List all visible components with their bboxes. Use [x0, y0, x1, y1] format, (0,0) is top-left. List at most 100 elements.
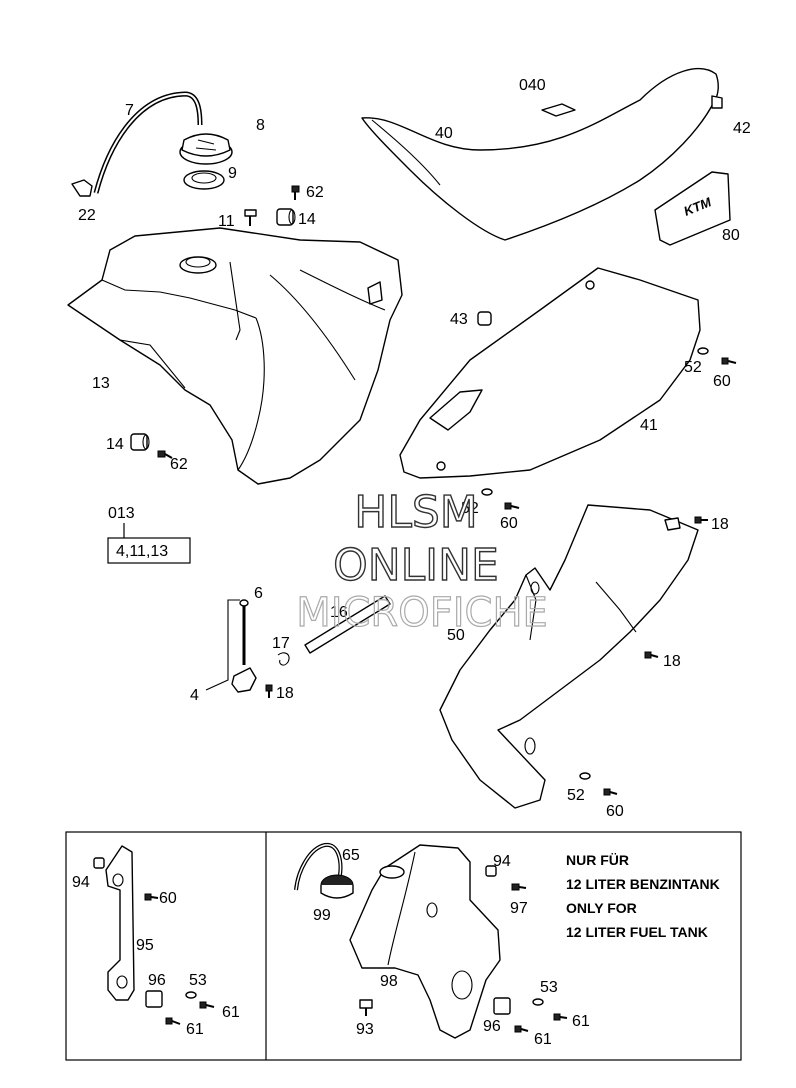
washer-53-left [185, 991, 197, 999]
screw-62-left [157, 450, 173, 459]
nut-96-right [493, 997, 511, 1015]
callout-50: 50 [447, 627, 465, 644]
callout-13: 13 [92, 375, 110, 392]
callout-65: 65 [342, 847, 360, 864]
callout-013: 013 [108, 505, 135, 522]
washer-52-b [481, 488, 493, 496]
cap-seal-9 [183, 170, 225, 190]
washer-52-c [579, 772, 591, 780]
note-line-1: NUR FÜR [566, 852, 629, 868]
bushing-94-left [93, 857, 105, 869]
washer-53-right [532, 998, 544, 1006]
nut-96-left [145, 990, 163, 1008]
fuel-cap-8 [179, 133, 233, 165]
screw-60-b [504, 502, 520, 510]
fitting-93 [359, 999, 373, 1016]
optional-parts-frame [65, 831, 742, 1061]
screw-60-d [144, 893, 159, 901]
callout-60-c: 60 [606, 803, 624, 820]
fuel-hose-7 [93, 91, 203, 194]
tube-16 [304, 595, 391, 654]
seat-40 [361, 67, 723, 241]
clip-17 [277, 652, 290, 666]
kit-contents: 4,11,13 [116, 543, 168, 560]
callout-18-c: 18 [276, 685, 294, 702]
bracket-95 [105, 845, 135, 1001]
bolt-11 [244, 209, 257, 226]
callout-40: 40 [435, 125, 453, 142]
fuel-tank-note: NUR FÜR 12 LITER BENZINTANK ONLY FOR 12 … [566, 852, 720, 940]
callout-60-a: 60 [713, 373, 731, 390]
screw-61-d [514, 1025, 529, 1033]
bushing-94-right [485, 865, 497, 877]
callout-62-top: 62 [306, 184, 324, 201]
callout-52-b: 52 [461, 500, 479, 517]
callout-53-right: 53 [540, 979, 558, 996]
fuel-tank-98 [349, 844, 501, 1039]
callout-8: 8 [256, 117, 265, 134]
note-line-3: ONLY FOR [566, 900, 637, 916]
spoiler-50 [439, 504, 699, 809]
callout-17: 17 [272, 635, 290, 652]
ktm-decal-80: KTM [654, 171, 731, 246]
bushing-14-top [276, 208, 296, 226]
callout-94-right: 94 [493, 853, 511, 870]
screw-60-a [721, 357, 737, 365]
callout-80: 80 [722, 227, 740, 244]
callout-9: 9 [228, 165, 237, 182]
callout-94-left: 94 [72, 874, 90, 891]
screw-61-b [165, 1017, 181, 1025]
callout-43: 43 [450, 311, 468, 328]
watermark-line-1: HLSM [354, 487, 478, 538]
screw-61-c [553, 1013, 568, 1021]
screw-97 [511, 883, 527, 891]
watermark-line-3: MICROFICHE [296, 590, 548, 636]
callout-62-left: 62 [170, 456, 188, 473]
screw-61-a [199, 1001, 215, 1009]
callout-18-a: 18 [711, 516, 729, 533]
screw-18-c [265, 684, 273, 698]
callout-14-left: 14 [106, 436, 124, 453]
callout-95: 95 [136, 937, 154, 954]
fuel-tank-13 [67, 227, 403, 485]
callout-42: 42 [733, 120, 751, 137]
fuel-tap-4 [231, 599, 257, 693]
callout-52-a: 52 [684, 359, 702, 376]
callout-16: 16 [330, 604, 348, 621]
callout-61-b: 61 [186, 1021, 204, 1038]
callout-040: 040 [519, 77, 546, 94]
callout-14-top: 14 [298, 211, 316, 228]
screw-18-a [694, 516, 708, 524]
callout-4: 4 [190, 687, 199, 704]
watermark-line-2: ONLINE [333, 540, 499, 591]
watermark: HLSM ONLINE MICROFICHE [296, 486, 549, 636]
callout-93: 93 [356, 1021, 374, 1038]
callout-61-d: 61 [534, 1031, 552, 1048]
callout-53-left: 53 [189, 972, 207, 989]
callout-60-b: 60 [500, 515, 518, 532]
screw-18-b [644, 651, 659, 659]
washer-52-a [697, 347, 709, 355]
screw-62-top [291, 185, 300, 200]
kit-box-013 [107, 523, 191, 564]
fuel-cap-99 [320, 874, 354, 899]
callout-52-c: 52 [567, 787, 585, 804]
hose-elbow-22 [71, 179, 93, 197]
callout-61-a: 61 [222, 1004, 240, 1021]
callout-6: 6 [254, 585, 263, 602]
callout-22: 22 [78, 207, 96, 224]
callout-labels: 7 8 9 22 62 11 14 040 40 42 80 13 43 52 … [72, 77, 751, 1048]
callout-4-leader [205, 599, 240, 691]
callout-60-d: 60 [159, 890, 177, 907]
callout-97: 97 [510, 900, 528, 917]
note-line-2: 12 LITER BENZINTANK [566, 876, 720, 892]
callout-18-b: 18 [663, 653, 681, 670]
callout-11: 11 [218, 213, 235, 230]
vent-hose-65 [294, 842, 343, 891]
side-cover-41 [399, 267, 701, 479]
callout-96-right: 96 [483, 1018, 501, 1035]
grommet-43 [477, 311, 492, 326]
callout-98: 98 [380, 973, 398, 990]
bushing-14-left [130, 433, 150, 451]
